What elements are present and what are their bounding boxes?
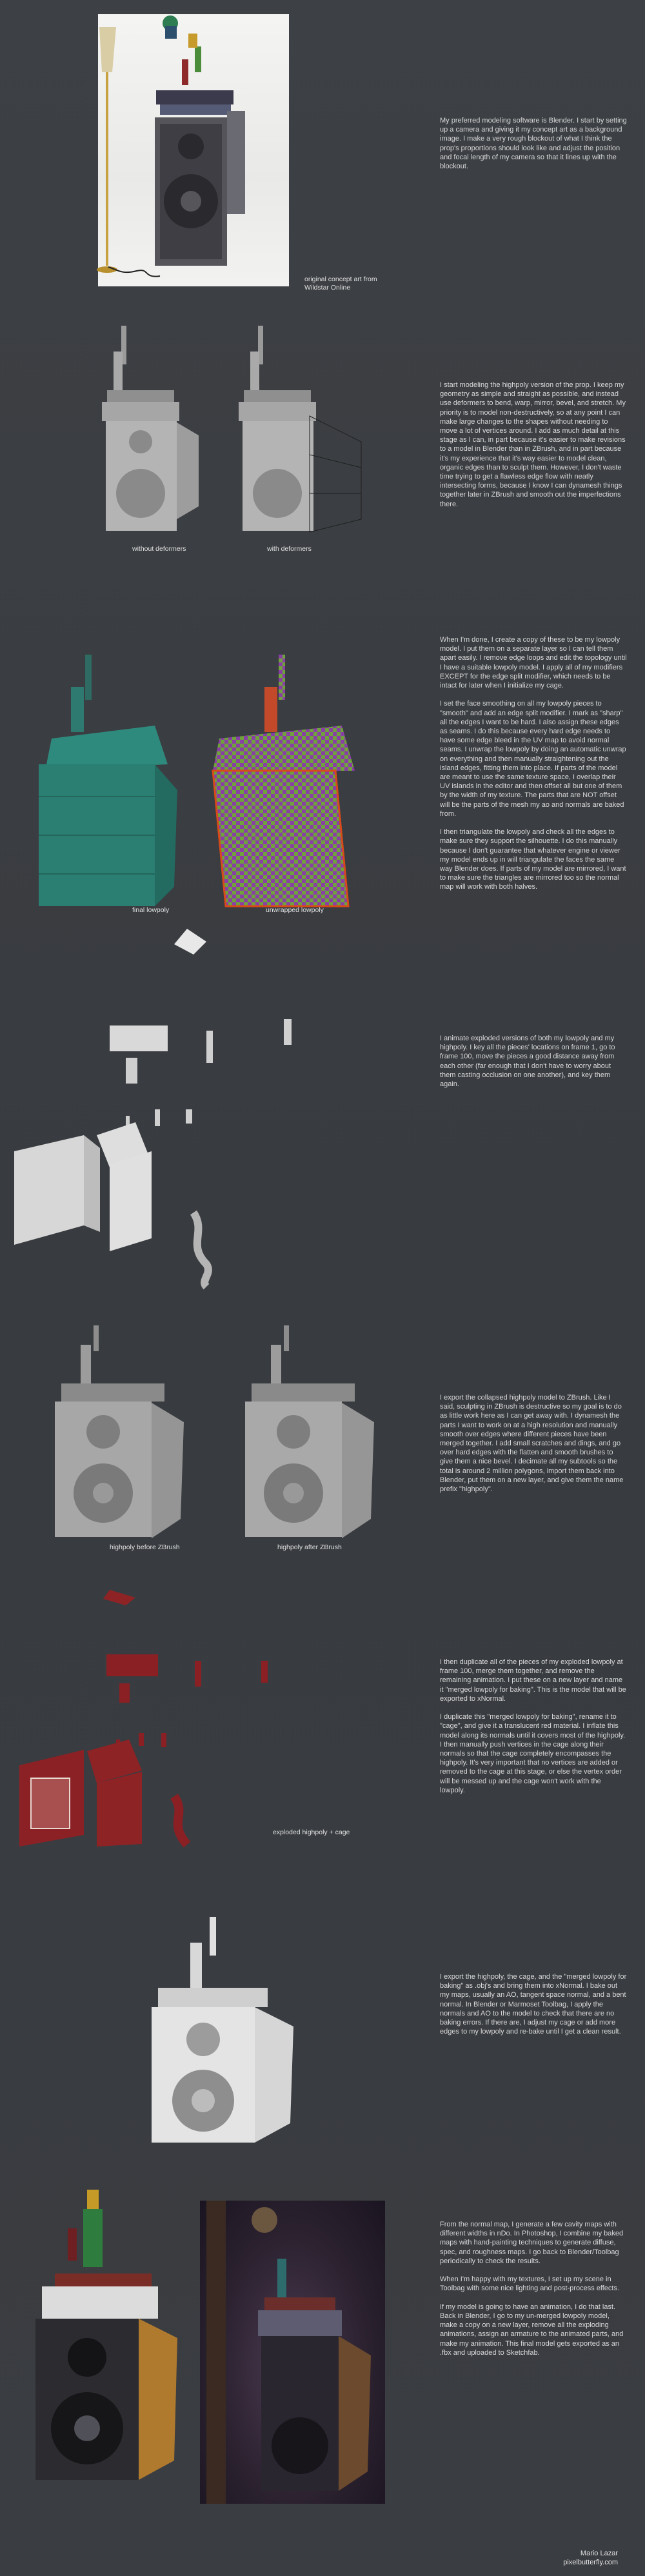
author-name: Mario Lazar [580, 2550, 618, 2557]
author-credit: Mario Lazar pixelbutterfly.com [563, 2549, 618, 2567]
toolbag-scene-props [206, 2201, 371, 2504]
concept-art-drawing [97, 15, 245, 277]
caption-highpoly-after-zbrush: highpoly after ZBrush [277, 1543, 342, 1551]
textured-model-render [35, 2190, 177, 2480]
section-4-text: I animate exploded versions of both my l… [440, 1035, 615, 1089]
concept-art-caption: original concept art from Wildstar Onlin… [304, 275, 377, 292]
caption-without-deformers: without deformers [132, 545, 186, 553]
section-7-text: I export the highpoly, the cage, and the… [440, 1973, 627, 2036]
exploded-highpoly-cage-render [19, 1590, 268, 1848]
baked-maps-render [152, 1917, 293, 2143]
section-8-text: From the normal map, I generate a few ca… [440, 2221, 624, 2357]
final-lowpoly-render [39, 655, 177, 906]
highpoly-with-deformers-render [239, 326, 362, 533]
highpoly-before-zbrush-render [55, 1325, 184, 1538]
exploded-pieces-render [14, 929, 292, 1290]
highpoly-without-deformers-render [102, 326, 199, 531]
highpoly-after-zbrush-render [245, 1325, 374, 1538]
section-3-text: When I'm done, I create a copy of these … [440, 636, 627, 891]
caption-highpoly-before-zbrush: highpoly before ZBrush [110, 1543, 180, 1551]
unwrapped-lowpoly-render [212, 655, 355, 907]
caption-final-lowpoly: final lowpoly [132, 906, 170, 914]
section-2-text: I start modeling the highpoly version of… [440, 381, 626, 508]
section-5-text: I export the collapsed highpoly model to… [440, 1394, 624, 1494]
section-1-text: My preferred modeling software is Blende… [440, 117, 627, 171]
caption-with-deformers: with deformers [267, 545, 312, 553]
author-site: pixelbutterfly.com [563, 2559, 618, 2566]
section-6-text: I then duplicate all of the pieces of my… [440, 1658, 626, 1794]
caption-unwrapped-lowpoly: unwrapped lowpoly [266, 906, 324, 914]
caption-exploded-highpoly-cage: exploded highpoly + cage [273, 1828, 350, 1836]
